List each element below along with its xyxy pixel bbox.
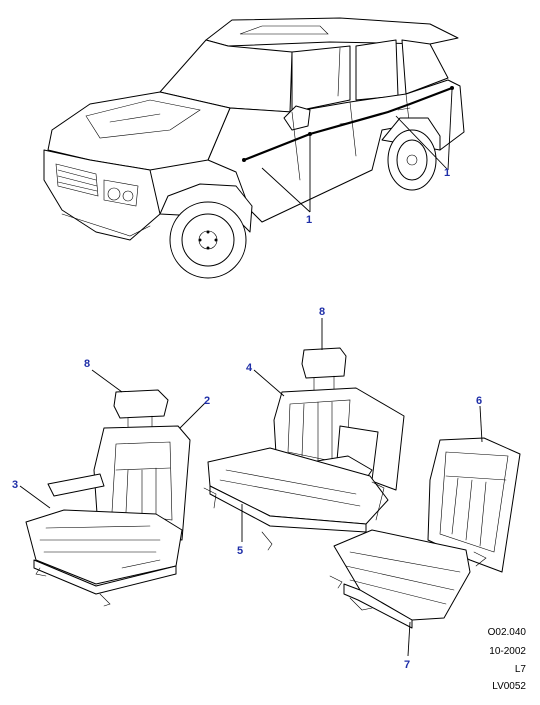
reference-code: O02.040 (487, 627, 526, 638)
callout-3-front-seat-cushion: 3 (12, 479, 18, 491)
reference-model: L7 (514, 664, 526, 675)
callout-8-rear-headrest: 8 (319, 306, 325, 318)
callout-2-front-seat: 2 (204, 395, 210, 407)
front-seat-right-drawing (329, 437, 521, 629)
harness-leaders (261, 89, 453, 213)
callout-4-rear-backrest: 4 (246, 362, 253, 374)
callout-labels: 1 1 8 2 3 4 8 5 6 7 (12, 167, 482, 671)
callout-7-right-seat-base: 7 (404, 659, 410, 671)
callout-5-rear-cushion: 5 (237, 545, 243, 557)
callout-6-right-seat: 6 (476, 395, 482, 407)
rear-seat-drawing (203, 347, 405, 551)
front-seat-left-drawing (25, 389, 191, 607)
reference-sheet: LV0052 (492, 681, 526, 692)
reference-date: 10-2002 (489, 646, 526, 657)
vehicle-drawing (43, 17, 465, 279)
seat-leaders (19, 318, 483, 657)
callout-1-door-harness: 1 (306, 214, 312, 226)
callout-1-rear-harness: 1 (444, 167, 450, 179)
callout-8-front-headrest: 8 (84, 358, 90, 370)
